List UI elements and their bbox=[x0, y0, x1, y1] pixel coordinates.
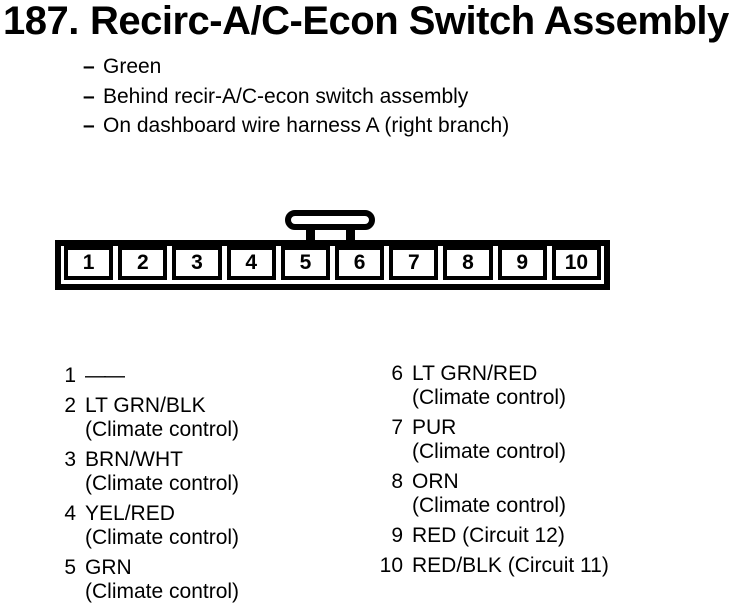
pin-number: 9 bbox=[391, 524, 403, 547]
pin-entry: 4 YEL/RED (Climate control) bbox=[0, 502, 239, 550]
wire-color: —— bbox=[85, 364, 125, 387]
pin-entry: 5 GRN (Climate control) bbox=[0, 556, 239, 604]
pin-number: 10 bbox=[379, 554, 403, 577]
section-number: 187. bbox=[3, 0, 79, 43]
pin-number: 1 bbox=[64, 364, 76, 387]
bullet-dash-icon: – bbox=[83, 114, 95, 137]
bullet-dash-icon: – bbox=[83, 55, 95, 78]
pin-cell-2: 2 bbox=[118, 246, 168, 280]
note-item: – On dashboard wire harness A (right bra… bbox=[83, 111, 509, 141]
pin-entry: 1 —— bbox=[0, 364, 239, 388]
wire-color: RED (Circuit 12) bbox=[412, 524, 565, 547]
wire-color: LT GRN/BLK bbox=[85, 394, 206, 417]
connector-diagram: 1 2 3 4 5 6 7 8 9 10 bbox=[55, 240, 610, 290]
note-text: Behind recir-A/C-econ switch assembly bbox=[103, 84, 469, 108]
pin-cell-9: 9 bbox=[497, 246, 547, 280]
pinout-left-column: 1 —— 2 LT GRN/BLK (Climate control) 3 BR… bbox=[0, 364, 239, 610]
wire-info: BRN/WHT (Climate control) bbox=[85, 448, 239, 496]
pin-number: 5 bbox=[64, 556, 76, 579]
lock-tab-leg-icon bbox=[306, 226, 315, 242]
pin-number: 7 bbox=[391, 416, 403, 439]
wire-note: (Climate control) bbox=[85, 418, 240, 441]
wire-color: YEL/RED bbox=[85, 502, 175, 525]
wire-color: LT GRN/RED bbox=[412, 362, 538, 385]
pin-cell-5: 5 bbox=[280, 246, 331, 280]
wire-info: PUR (Climate control) bbox=[412, 416, 566, 464]
note-list: – Green – Behind recir-A/C-econ switch a… bbox=[83, 52, 509, 141]
wire-info: YEL/RED (Climate control) bbox=[85, 502, 239, 550]
note-item: – Green bbox=[83, 52, 509, 82]
pin-number: 6 bbox=[391, 362, 403, 385]
wire-color: ORN bbox=[412, 470, 459, 493]
pin-cell-6: 6 bbox=[335, 246, 385, 280]
pin-entry: 7 PUR (Climate control) bbox=[327, 416, 609, 464]
wire-info: RED (Circuit 12) bbox=[412, 524, 565, 548]
wire-color: RED/BLK (Circuit 11) bbox=[412, 554, 609, 577]
pin-number: 8 bbox=[391, 470, 403, 493]
pin-entry: 9 RED (Circuit 12) bbox=[327, 524, 609, 548]
pin-cell-10: 10 bbox=[551, 246, 602, 280]
pin-number: 4 bbox=[64, 502, 76, 525]
pin-cell-7: 7 bbox=[389, 246, 439, 280]
note-text: On dashboard wire harness A (right branc… bbox=[103, 114, 510, 137]
wire-note: (Climate control) bbox=[412, 440, 567, 463]
wire-info: RED/BLK (Circuit 11) bbox=[412, 554, 609, 578]
page-title: 187. Recirc-A/C-Econ Switch Assembly bbox=[3, 1, 729, 41]
note-text: Green bbox=[103, 55, 162, 78]
wire-info: —— bbox=[85, 364, 125, 388]
wire-info: LT GRN/RED (Climate control) bbox=[412, 362, 566, 410]
wire-info: ORN (Climate control) bbox=[412, 470, 566, 518]
connector-lock-tab-icon bbox=[285, 210, 375, 230]
pin-number: 2 bbox=[64, 394, 76, 417]
pin-entry: 6 LT GRN/RED (Climate control) bbox=[327, 362, 609, 410]
pin-number: 3 bbox=[64, 448, 76, 471]
wire-info: LT GRN/BLK (Climate control) bbox=[85, 394, 239, 442]
bullet-dash-icon: – bbox=[83, 84, 95, 108]
pin-entry: 3 BRN/WHT (Climate control) bbox=[0, 448, 239, 496]
wire-color: BRN/WHT bbox=[85, 448, 183, 471]
wire-note: (Climate control) bbox=[85, 472, 240, 495]
pin-cell-3: 3 bbox=[172, 246, 222, 280]
pin-entry: 8 ORN (Climate control) bbox=[327, 470, 609, 518]
wire-color: GRN bbox=[85, 556, 132, 579]
pin-cell-4: 4 bbox=[226, 246, 276, 280]
lock-tab-leg-icon bbox=[346, 226, 355, 242]
pin-entry: 10 RED/BLK (Circuit 11) bbox=[327, 554, 609, 578]
pinout-right-column: 6 LT GRN/RED (Climate control) 7 PUR (Cl… bbox=[327, 362, 609, 584]
wire-note: (Climate control) bbox=[412, 386, 567, 409]
note-item: – Behind recir-A/C-econ switch assembly bbox=[83, 82, 509, 112]
pin-cell-8: 8 bbox=[443, 246, 493, 280]
wire-note: (Climate control) bbox=[85, 526, 240, 549]
wire-note: (Climate control) bbox=[412, 494, 567, 517]
wire-note: (Climate control) bbox=[85, 580, 240, 603]
section-title: Recirc-A/C-Econ Switch Assembly bbox=[90, 0, 729, 43]
pin-entry: 2 LT GRN/BLK (Climate control) bbox=[0, 394, 239, 442]
wire-color: PUR bbox=[412, 416, 457, 439]
wire-info: GRN (Climate control) bbox=[85, 556, 239, 604]
pin-cell-1: 1 bbox=[64, 246, 114, 280]
